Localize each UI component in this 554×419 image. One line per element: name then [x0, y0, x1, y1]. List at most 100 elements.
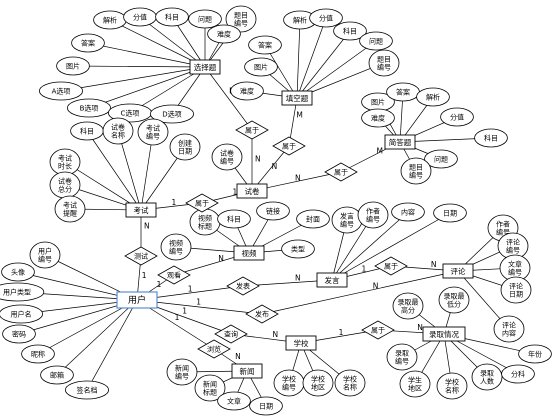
attribute-user-3: 用户名 [0, 304, 43, 324]
attribute-label: D选项 [162, 110, 181, 119]
entity-user: 用户 [116, 291, 158, 309]
entity-label: 用户 [128, 294, 146, 306]
entity-post: 发言 [316, 272, 348, 288]
attribute-label: 学校地区 [311, 375, 325, 392]
attribute-label: 分值 [133, 13, 147, 22]
attribute-essay-3: 难度 [361, 108, 395, 128]
attribute-user-1: 头像 [1, 262, 35, 282]
attribute-choice-4: 题目编号 [225, 5, 257, 33]
cardinality-label: 1 [339, 328, 344, 337]
attribute-label: 链接 [266, 207, 280, 216]
attribute-label: 日期 [443, 210, 457, 218]
relationship-label: 观看 [167, 272, 181, 280]
relationship-label: 属于 [334, 169, 348, 177]
cardinality-label: N [295, 173, 301, 182]
cardinality-label: M [296, 111, 302, 120]
attribute-news-2: 文章 [217, 391, 251, 411]
attribute-label: 题目编号 [377, 56, 391, 72]
attribute-label: 年份 [528, 350, 542, 359]
attribute-label: 评论内容 [502, 321, 516, 338]
attribute-video-2: 链接 [256, 201, 290, 221]
relationship-label: 属于 [282, 143, 296, 151]
attribute-admission-3: 学生地区 [399, 370, 431, 398]
attribute-exam-4: 考试时长 [49, 148, 81, 176]
attribute-label: 试卷编号 [220, 149, 234, 166]
attribute-label: 视频编号 [169, 239, 183, 256]
cardinality-label: 1 [142, 271, 147, 280]
attribute-label: 评论日期 [509, 282, 523, 299]
attribute-fill-4: 问题 [359, 31, 393, 51]
attribute-label: 邮箱 [50, 371, 64, 380]
attribute-label: 评论编号 [506, 238, 520, 255]
cardinality-label: 1 [171, 198, 176, 207]
relationship-r-query: 查询 [214, 324, 248, 344]
attribute-video-5: 类型 [281, 239, 315, 259]
attribute-label: 录取编号 [395, 350, 409, 366]
cardinality-label: N [144, 222, 150, 231]
attribute-post-3: 日期 [433, 203, 467, 223]
attribute-news-1: 新闻标题 [194, 374, 226, 402]
attribute-comment-3: 评论日期 [500, 276, 532, 304]
relationship-label: 属于 [384, 263, 398, 271]
attribute-label: 答案 [81, 39, 95, 48]
attribute-school-2: 学校名称 [334, 369, 366, 397]
attribute-label: 学生地区 [408, 376, 422, 393]
attribute-label: 学校名称 [445, 378, 459, 395]
relationship-label: 发表 [236, 282, 250, 291]
attribute-label: 问题 [434, 156, 448, 164]
entity-admission: 录取情况 [422, 326, 466, 342]
cardinality-label: N [373, 281, 379, 290]
attribute-label: 答案 [396, 88, 410, 97]
cardinality-label: N [218, 254, 224, 263]
entity-label: 选择题 [194, 62, 217, 72]
entity-label: 学校 [294, 338, 309, 348]
attribute-label: 解析 [103, 16, 117, 25]
attribute-admission-0: 录取最高分 [392, 292, 424, 320]
entity-label: 录取情况 [429, 329, 459, 339]
entity-label: 简答题 [389, 137, 412, 147]
entity-label: 考试 [134, 205, 149, 215]
attribute-label: 作者编号 [366, 207, 380, 224]
attribute-choice-11: D选项 [149, 104, 194, 124]
attribute-label: 签名档 [77, 386, 98, 395]
relationship-r-release: 发布 [245, 304, 279, 324]
attribute-label: B选项 [80, 104, 99, 113]
cardinality-label: 1 [362, 265, 367, 274]
cardinality-label: 1 [175, 313, 180, 322]
cardinality-label: 1 [157, 280, 162, 289]
relationship-r-choice: 属于 [235, 120, 269, 140]
attribute-label: 考试编号 [146, 124, 160, 141]
attribute-user-5: 昵称 [21, 344, 55, 364]
attribute-label: 文章编号 [508, 260, 522, 277]
attribute-admission-7: 分科 [501, 364, 535, 384]
attribute-choice-9: B选项 [67, 98, 112, 118]
attribute-essay-4: 分值 [440, 107, 474, 127]
attribute-user-2: 用户类型 [0, 282, 45, 302]
attribute-admission-1: 录取最低分 [438, 286, 470, 314]
attribute-label: 科目 [343, 27, 357, 36]
attribute-fill-3: 答案 [248, 35, 282, 55]
attribute-choice-5: 难度 [207, 24, 241, 44]
entity-essay: 简答题 [384, 134, 416, 150]
entity-choice: 选择题 [189, 59, 221, 75]
attribute-label: 难度 [371, 114, 385, 123]
attribute-choice-3: 问题 [188, 9, 222, 29]
attribute-label: 解析 [426, 93, 440, 102]
attribute-news-3: 日期 [249, 396, 283, 416]
cardinality-label: N [273, 330, 279, 339]
relationship-r-publish: 发表 [226, 276, 260, 296]
attribute-label: 科目 [165, 13, 179, 22]
attribute-video-0: 视频标题 [189, 208, 221, 236]
attribute-label: 问题 [198, 16, 212, 24]
attribute-choice-1: 分值 [123, 7, 157, 27]
relationship-r-exam-paper: 属于 [185, 193, 219, 213]
attribute-label: C选项 [121, 109, 140, 118]
entity-video: 视频 [233, 245, 265, 261]
attribute-video-4: 视频编号 [160, 233, 192, 261]
attribute-choice-6: 答案 [71, 33, 105, 53]
attribute-label: 头像 [11, 268, 25, 277]
relationship-r-fill: 属于 [272, 136, 306, 156]
cardinality-label: N [295, 274, 301, 283]
attribute-exam-3: 创建日期 [169, 133, 201, 161]
